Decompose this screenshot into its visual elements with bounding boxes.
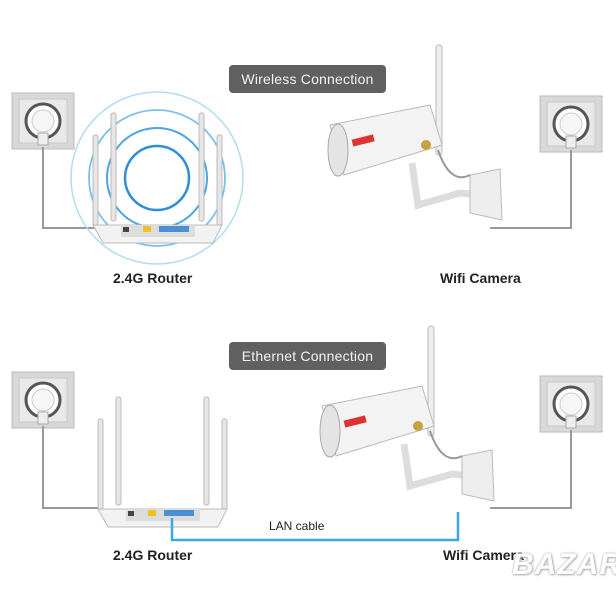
router-label-bottom: 2.4G Router xyxy=(113,547,193,563)
router-label-top: 2.4G Router xyxy=(113,270,193,286)
power-cable-router-top xyxy=(42,147,95,229)
watermark-logo: BAZAR xyxy=(512,548,616,581)
router-icon-bottom xyxy=(97,396,228,528)
router-icon-top xyxy=(92,112,223,244)
wall-socket-right-bottom xyxy=(538,374,604,434)
lan-cable-label: LAN cable xyxy=(269,519,325,533)
wireless-connection-tag: Wireless Connection xyxy=(229,65,386,93)
power-cable-router-bottom xyxy=(42,426,103,509)
lan-cable-line xyxy=(170,512,460,542)
power-cable-camera-top xyxy=(490,150,572,229)
wall-socket-left-bottom xyxy=(10,370,76,430)
wall-socket-right-top xyxy=(538,94,604,154)
power-cable-camera-bottom xyxy=(490,430,572,509)
camera-label-bottom: Wifi Camera xyxy=(443,547,524,563)
ethernet-connection-tag: Ethernet Connection xyxy=(229,342,386,370)
wifi-signal-icon xyxy=(70,91,244,265)
camera-label-top: Wifi Camera xyxy=(440,270,521,286)
wall-socket-left-top xyxy=(10,91,76,151)
